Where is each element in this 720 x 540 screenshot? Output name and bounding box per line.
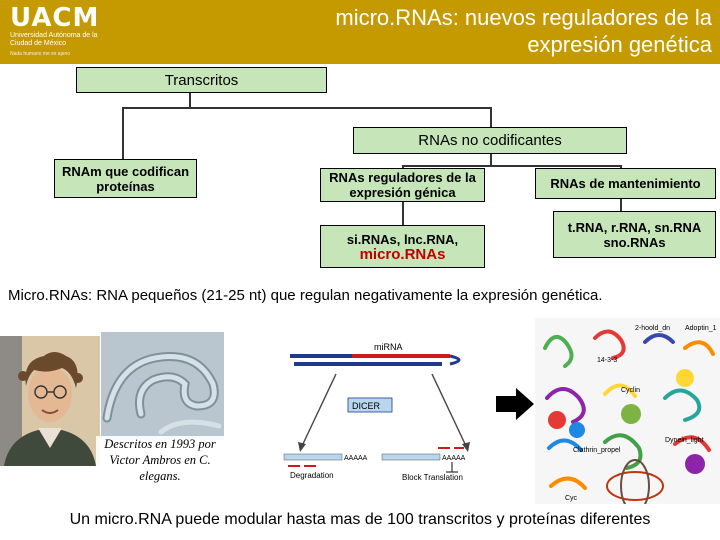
connector-coding-down xyxy=(122,107,124,159)
box-regulatory: RNAs reguladores de la expresión génica xyxy=(320,168,485,202)
micrornas-highlight: micro.RNAs xyxy=(359,245,446,263)
box-coding: RNAm que codifican proteínas xyxy=(54,159,197,198)
logo-university-name: Universidad Autónoma de la Ciudad de Méx… xyxy=(10,32,98,47)
protein-label-2: Adoptin_1 xyxy=(685,325,717,332)
connector-regulatory-to-examples xyxy=(402,201,404,226)
connector-root-down xyxy=(189,92,191,108)
degradation-label: Degradation xyxy=(290,471,334,480)
connector-noncoding-down xyxy=(490,107,492,127)
uacm-logo: UACM Universidad Autónoma de la Ciudad d… xyxy=(10,4,120,58)
connector-regulatory-down xyxy=(402,165,404,169)
connector-maintenance-to-examples xyxy=(620,199,622,212)
polya-right: AAAAA xyxy=(442,455,466,462)
box-maintenance-examples: t.RNA, r.RNA, sn.RNA sno.RNAs xyxy=(553,211,716,258)
mirna-mechanism-diagram: miRNA DICER AAAAA Degradation AAAAA Bloc… xyxy=(282,340,510,482)
figure-caption: Descritos en 1993 por Victor Ambros en C… xyxy=(96,436,224,484)
c-elegans-micrograph xyxy=(101,332,224,440)
protein-label-1: 2-hoold_dn xyxy=(635,325,670,332)
box-noncoding-label: RNAs no codificantes xyxy=(418,132,562,149)
protein-label-6: Dynein_light xyxy=(665,437,704,444)
box-maintenance: RNAs de mantenimiento xyxy=(535,168,716,199)
slide-title: micro.RNAs: nuevos reguladores de la exp… xyxy=(335,5,712,57)
logo-motto: Nada humano me es ajeno xyxy=(10,51,71,57)
logo-main-text: UACM xyxy=(10,3,100,33)
connector-noncoding-horizontal xyxy=(402,165,622,167)
protein-label-7: Cyc xyxy=(565,495,578,502)
polya-left: AAAAA xyxy=(344,455,368,462)
footer-statement: Un micro.RNA puede modular hasta mas de … xyxy=(69,511,651,528)
box-maintenance-label: RNAs de mantenimiento xyxy=(550,176,701,191)
box-noncoding: RNAs no codificantes xyxy=(353,127,627,154)
box-transcritos-label: Transcritos xyxy=(164,71,239,89)
mirna-label: miRNA xyxy=(374,342,403,352)
definition-text: : RNA pequeños (21-25 nt) que regulan ne… xyxy=(88,287,603,304)
dicer-label: DICER xyxy=(352,401,381,411)
header-bar: UACM Universidad Autónoma de la Ciudad d… xyxy=(0,0,720,64)
definition-term: Micro.RNAs xyxy=(8,287,89,304)
protein-label-3: 14-3-3 xyxy=(597,357,617,364)
arrow-icon xyxy=(496,388,536,420)
box-regulatory-examples: si.RNAs, lnc.RNA, micro.RNAs xyxy=(320,225,485,268)
connector-root-horizontal xyxy=(122,107,492,109)
connector-noncoding-stem xyxy=(490,153,492,166)
protein-structures-image: 2-hoold_dn Adoptin_1 14-3-3 Cyclin Clath… xyxy=(535,318,720,504)
connector-maintenance-down xyxy=(620,165,622,169)
dicer-box xyxy=(347,397,393,413)
block-translation-label: Block Translation xyxy=(402,473,463,482)
protein-label-4: Cyclin xyxy=(621,387,640,394)
box-regulatory-label: RNAs reguladores de la expresión génica xyxy=(329,170,476,200)
microrna-definition: Micro.RNAs: RNA pequeños (21-25 nt) que … xyxy=(8,287,603,305)
regulatory-examples-text: si.RNAs, lnc.RNA, xyxy=(346,231,459,247)
box-transcritos: Transcritos xyxy=(76,67,327,93)
maintenance-examples-text: t.RNA, r.RNA, sn.RNA sno.RNAs xyxy=(567,219,702,250)
protein-label-5: Clathrin_propel xyxy=(573,447,621,454)
box-coding-label: RNAm que codifican proteínas xyxy=(61,163,190,194)
portrait-photo xyxy=(0,336,100,466)
